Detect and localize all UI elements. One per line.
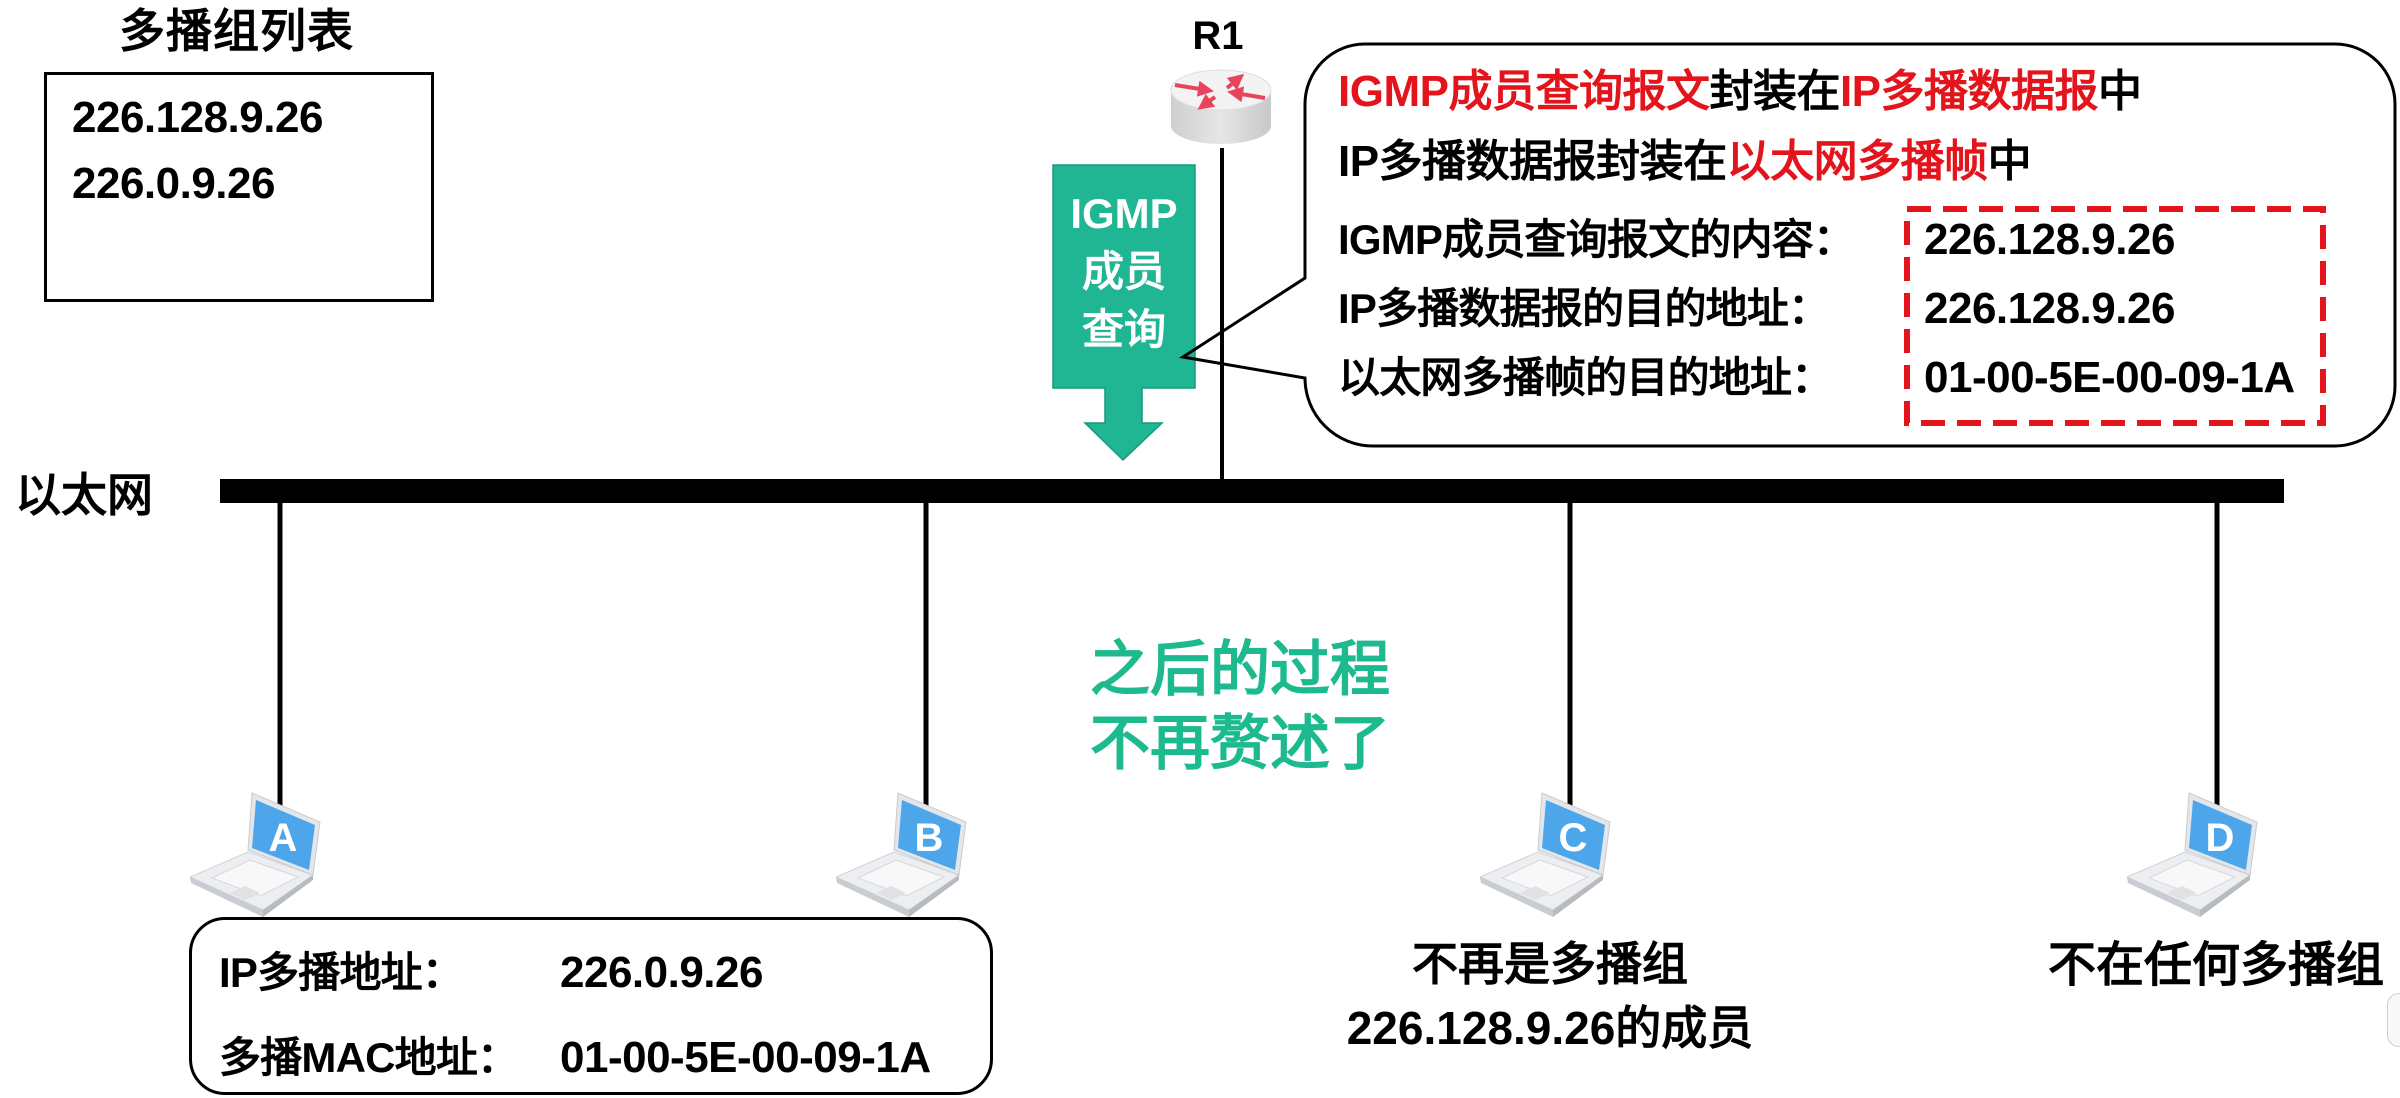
host-b-laptop-icon: B — [836, 792, 967, 917]
side-panel-handle[interactable] — [2387, 993, 2400, 1047]
host-c-label: C — [1559, 816, 1588, 860]
ip-multicast-address-label: IP多播地址： — [219, 949, 464, 996]
host-d-label: D — [2206, 816, 2235, 860]
host-a-label: A — [269, 816, 298, 860]
igmp-query-label-line: 查询 — [1081, 306, 1166, 353]
callout-segment: IP多播数据报 — [1839, 67, 2099, 116]
multicast-group-list-title: 多播组列表 — [119, 5, 354, 57]
query-content-value: 226.128.9.26 — [1924, 215, 2175, 264]
multicast-mac-address-label: 多播MAC地址： — [219, 1034, 519, 1081]
host-a-info-box — [189, 917, 993, 1095]
callout-segment: IGMP成员查询报文 — [1338, 67, 1710, 116]
callout-segment: 以太网多播帧 — [1726, 137, 1989, 186]
ethernet-bus — [220, 479, 2284, 503]
callout-segment: 中 — [2098, 67, 2142, 116]
host-d-laptop-icon: D — [2127, 792, 2258, 917]
ethernet-frame-destination-value: 01-00-5E-00-09-1A — [1924, 353, 2295, 402]
multicast-group-entry: 226.0.9.26 — [72, 159, 275, 208]
host-c-laptop-icon: C — [1480, 792, 1611, 917]
ethernet-label: 以太网 — [15, 469, 153, 521]
ip-datagram-destination-label: IP多播数据报的目的地址： — [1338, 285, 1830, 332]
highlight-dashed-box — [1904, 206, 2326, 426]
process-note-line: 不再赘述了 — [1090, 710, 1390, 777]
multicast-group-entry: 226.128.9.26 — [72, 93, 323, 142]
router-label: R1 — [1192, 14, 1244, 58]
callout-bubble — [1178, 42, 2397, 448]
query-content-label: IGMP成员查询报文的内容： — [1338, 216, 1855, 263]
host-c-caption-line: 不再是多播组 — [1412, 938, 1688, 990]
callout-line-2: IP多播数据报封装在以太网多播帧中 — [1338, 136, 2032, 188]
callout-segment: 中 — [1987, 137, 2032, 186]
ip-datagram-destination-value: 226.128.9.26 — [1924, 284, 2175, 333]
process-note-line: 之后的过程 — [1090, 636, 1390, 703]
process-note: 之后的过程 不再赘述了 — [1040, 633, 1440, 781]
host-a-laptop-icon: A — [190, 792, 321, 917]
igmp-query-label-line: IGMP — [1070, 190, 1178, 237]
host-d-caption-line: 不在任何多播组 — [2047, 939, 2384, 992]
igmp-query-label: IGMP 成员 查询 — [1053, 185, 1195, 359]
host-c-caption: 不再是多播组 226.128.9.26的成员 — [1330, 932, 1770, 1060]
host-d-caption: 不在任何多播组 — [2036, 938, 2396, 994]
ethernet-frame-destination-label: 以太网多播帧的目的地址： — [1338, 354, 1833, 401]
callout-segment: 封装在 — [1709, 67, 1840, 116]
callout-line-1: IGMP成员查询报文封装在IP多播数据报中 — [1338, 66, 2142, 118]
multicast-group-list: 226.128.9.26 226.0.9.26 — [44, 72, 434, 302]
igmp-query-label-line: 成员 — [1081, 248, 1166, 295]
host-c-caption-line: 226.128.9.26的成员 — [1346, 1002, 1754, 1054]
router-icon — [1170, 69, 1272, 144]
host-b-label: B — [915, 816, 944, 860]
callout-segment: IP多播数据报封装在 — [1338, 137, 1727, 186]
multicast-mac-address-value: 01-00-5E-00-09-1A — [560, 1033, 931, 1082]
ip-multicast-address-value: 226.0.9.26 — [560, 948, 763, 997]
